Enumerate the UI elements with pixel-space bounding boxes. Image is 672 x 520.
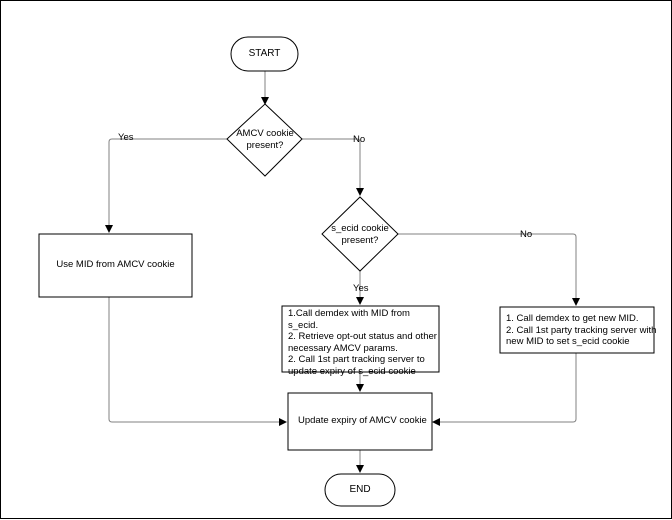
update-expiry-box — [287, 392, 433, 451]
connector-use-mid-to-update — [108, 297, 287, 426]
amcv-decision-diamond — [226, 103, 303, 177]
use-mid-text: Use MID from AMCV cookie — [56, 259, 175, 270]
amcv-decision-line-1: AMCV cookie — [236, 128, 294, 139]
existing-step-line-6: update expiry of s_ecid cookie — [288, 365, 416, 377]
call-demdex-new-text: 1. Call demdex to get new MID. 2. Call 1… — [506, 313, 656, 348]
secid-decision-diamond — [321, 196, 399, 272]
existing-step-line-5: 2. Call 1st part tracking server to — [288, 354, 425, 365]
existing-step-line-3: 2. Retrieve opt-out status and other — [288, 331, 437, 342]
secid-yes-label: Yes — [353, 283, 369, 294]
secid-no-label: No — [520, 229, 533, 240]
call-demdex-existing-text: 1.Call demdex with MID from s_ecid. 2. R… — [288, 308, 437, 377]
amcv-decision-text: AMCV cookie present? — [227, 128, 303, 151]
call-demdex-new-box — [499, 306, 655, 354]
connector-secid-no — [398, 233, 580, 306]
amcv-decision-line-2: present? — [246, 139, 284, 151]
connector-amcv-yes — [105, 138, 227, 233]
amcv-yes-label: Yes — [118, 132, 134, 143]
connector-amcv-no — [302, 138, 364, 196]
new-step-line-3: new MID to set s_ecid cookie — [506, 336, 630, 347]
start-terminal — [230, 36, 299, 72]
call-demdex-existing-box — [281, 305, 440, 373]
new-step-line-1: 1. Call demdex to get new MID. — [506, 313, 639, 324]
secid-decision-line-1: s_ecid cookie — [331, 223, 389, 234]
end-terminal — [324, 473, 396, 507]
secid-decision-text: s_ecid cookie present? — [322, 223, 398, 246]
existing-step-line-2: s_ecid. — [288, 319, 319, 331]
amcv-no-label: No — [353, 134, 366, 145]
update-expiry-text: Update expiry of AMCV cookie — [298, 415, 427, 426]
existing-step-line-1: 1.Call demdex with MID from — [288, 308, 410, 319]
use-mid-box — [38, 233, 193, 298]
connector-new-to-update — [432, 353, 577, 426]
start-label: START — [248, 48, 281, 59]
existing-step-line-4: necessary AMCV params. — [288, 342, 398, 354]
new-step-line-2: 2. Call 1st party tracking server with — [506, 324, 657, 336]
secid-decision-line-2: present? — [341, 234, 379, 246]
end-label: END — [349, 484, 371, 495]
